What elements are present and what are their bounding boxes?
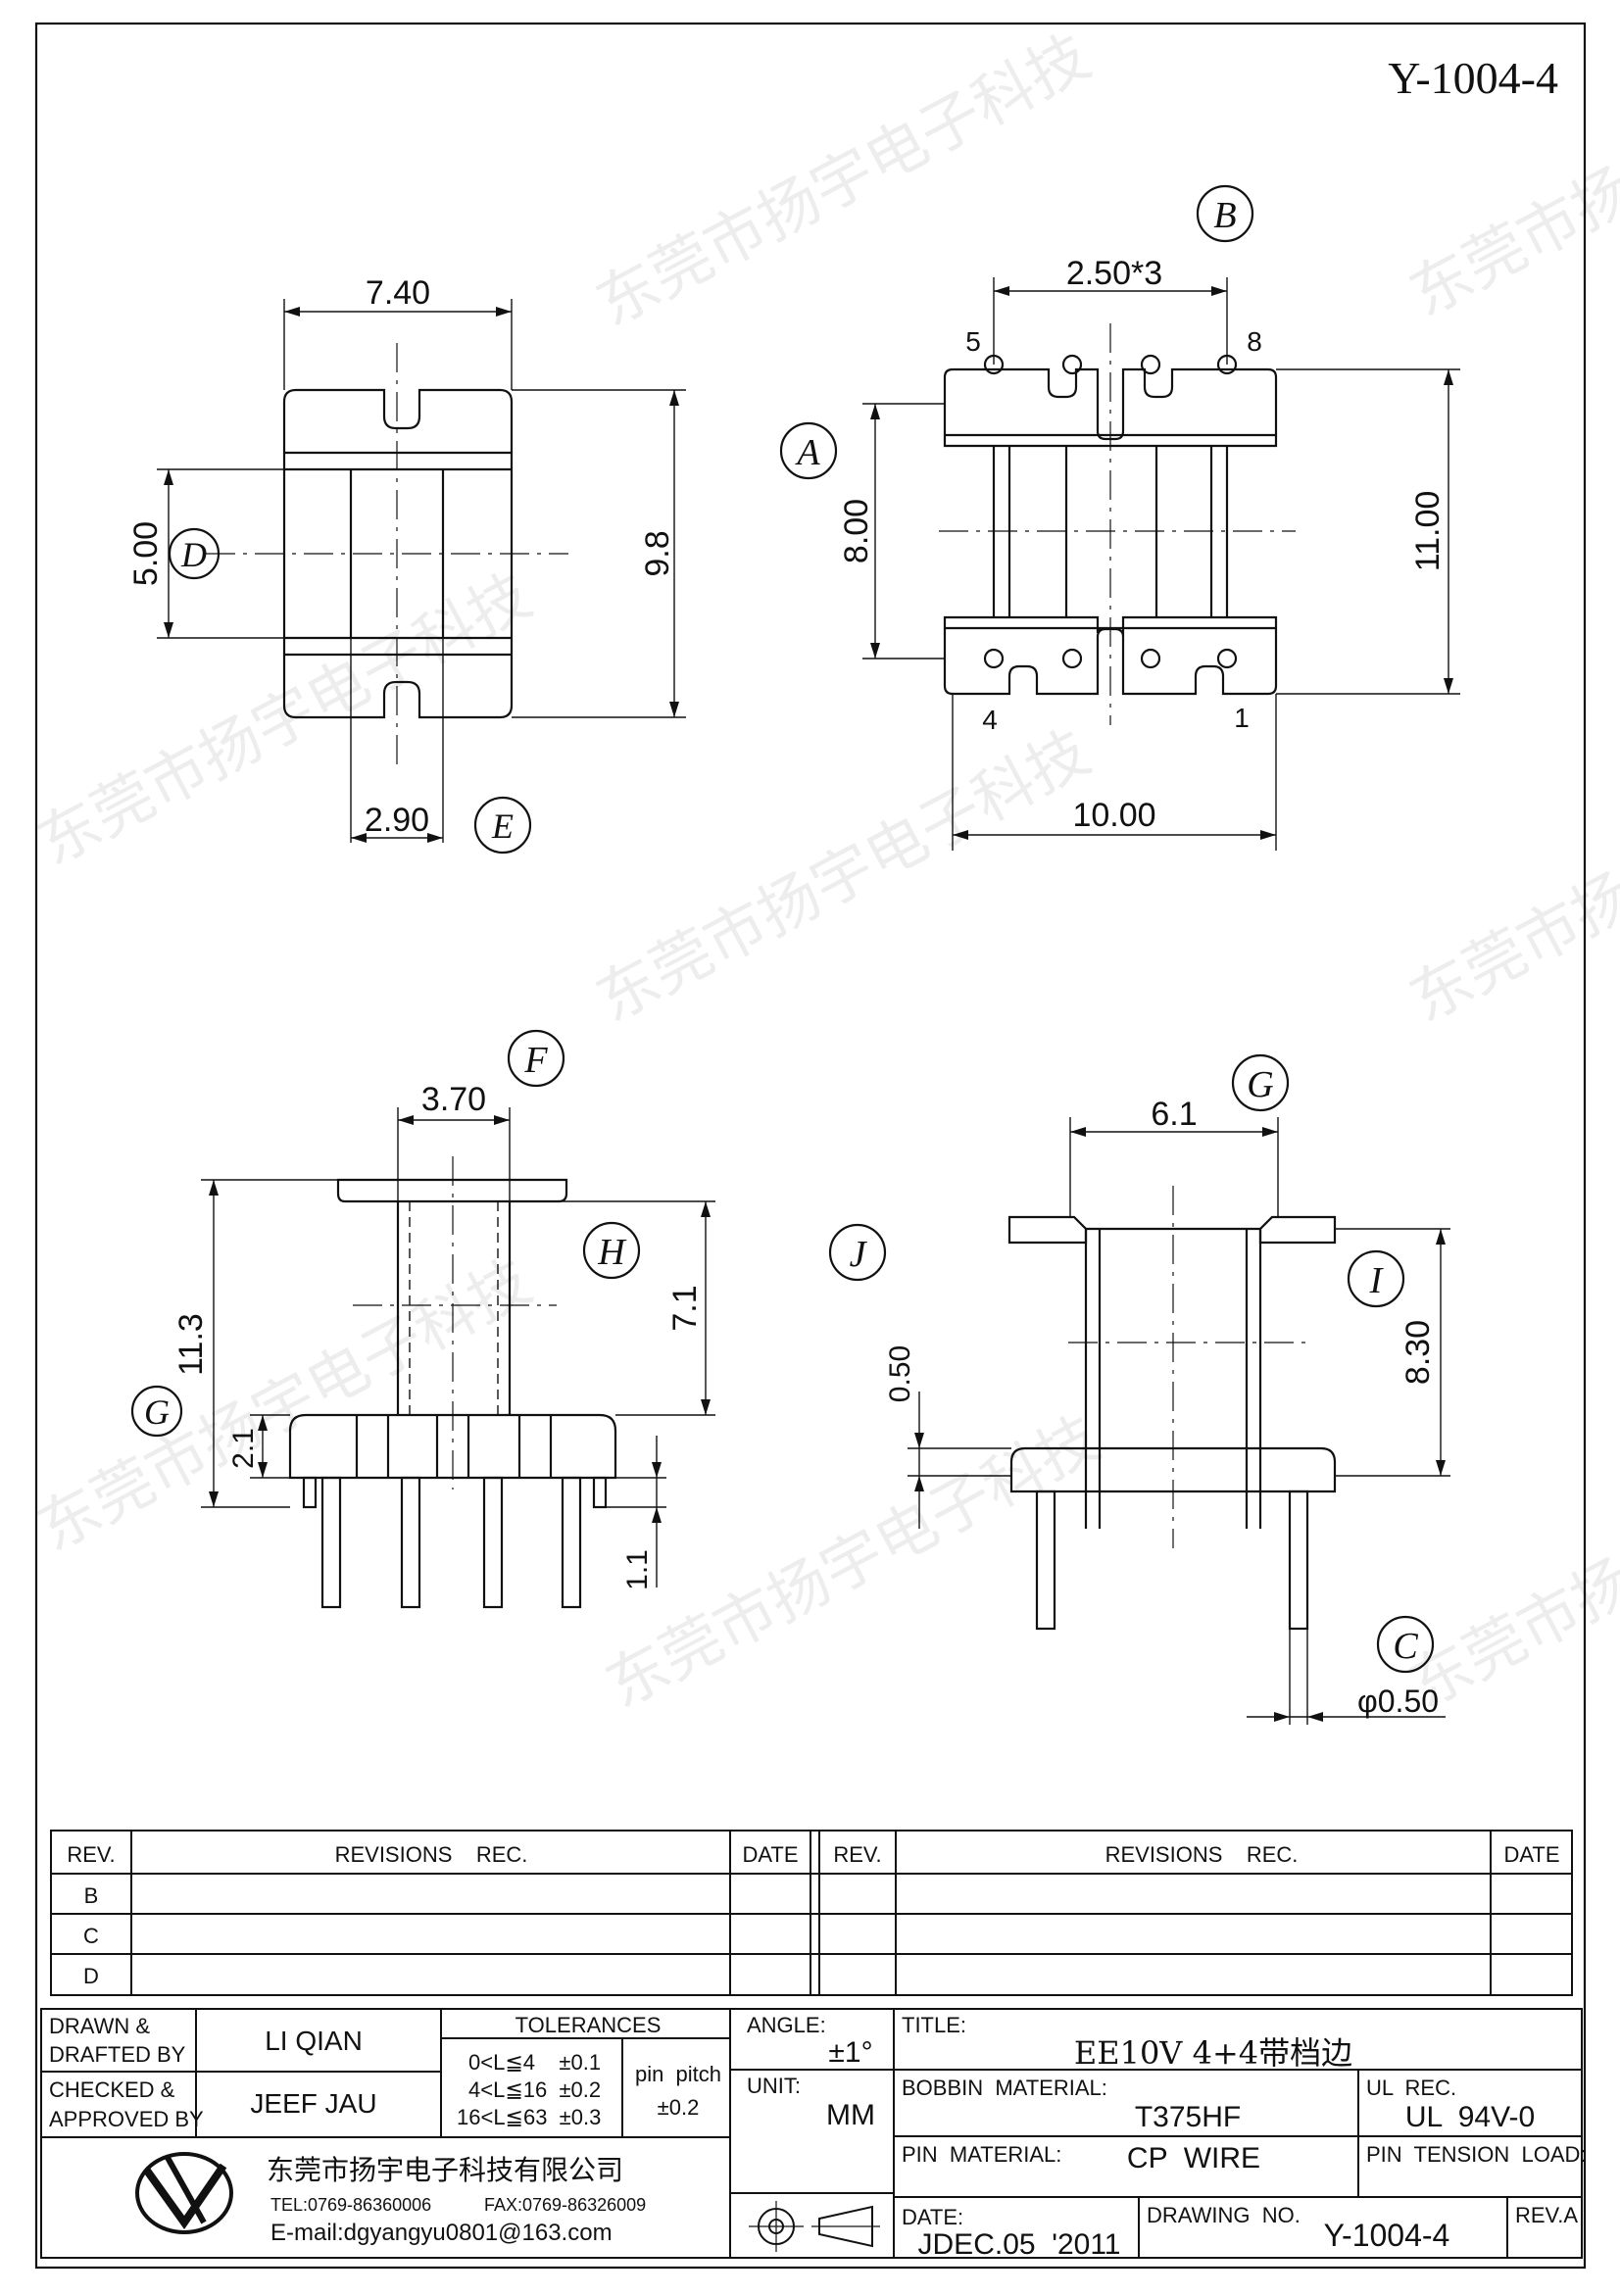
dim-tl-inner: 5.00 xyxy=(127,521,165,586)
checked-name: JEEF JAU xyxy=(250,2088,376,2119)
pin-tension-label: PIN TENSION LOAD: xyxy=(1366,2142,1587,2167)
dim-tr-width: 10.00 xyxy=(1072,797,1155,834)
label-b: B xyxy=(1213,195,1236,236)
date-header-left: DATE xyxy=(742,1842,798,1867)
tolerances-label: TOLERANCES xyxy=(515,2013,662,2037)
tolerance-2: 4<L≦16 ±0.2 xyxy=(468,2077,601,2102)
bottom-right-view xyxy=(828,1053,1450,1725)
unit-label: UNIT: xyxy=(747,2074,801,2098)
pin-pitch-value: ±0.2 xyxy=(658,2095,700,2120)
drafted-label: DRAFTED BY xyxy=(49,2042,186,2067)
title-value: EE10V 4+4带档边 xyxy=(1074,2034,1352,2072)
approved-label: APPROVED BY xyxy=(49,2107,204,2131)
date-label: DATE: xyxy=(902,2205,963,2229)
date-value: JDEC.05 '2011 xyxy=(918,2228,1121,2261)
label-e: E xyxy=(491,806,514,846)
label-f: F xyxy=(523,1040,548,1081)
drawn-label: DRAWN & xyxy=(49,2014,150,2038)
company-email: E-mail:dgyangyu0801@163.com xyxy=(270,2220,613,2246)
unit-value: MM xyxy=(826,2099,875,2131)
drawing-no-label: DRAWING NO. xyxy=(1147,2203,1301,2227)
label-g-left: G xyxy=(144,1392,170,1432)
title-block xyxy=(40,2008,1583,2259)
drawn-name: LI QIAN xyxy=(265,2026,363,2056)
checked-label: CHECKED & xyxy=(49,2077,175,2102)
rec-header-right: REVISIONS REC. xyxy=(1105,1842,1299,1867)
dim-bl-overall: 11.3 xyxy=(172,1313,210,1376)
dim-tl-height: 9.8 xyxy=(639,530,676,576)
top-left-view xyxy=(157,299,686,855)
dim-tl-bottom: 2.90 xyxy=(365,802,429,839)
angle-value: ±1° xyxy=(828,2036,872,2069)
label-a: A xyxy=(794,432,820,473)
rev-row-b: B xyxy=(84,1883,99,1908)
pin-label-1: 1 xyxy=(1234,703,1250,733)
company-tel: TEL:0769-86360006 xyxy=(270,2195,431,2215)
rev-header-left: REV. xyxy=(67,1842,115,1867)
dim-bl-h: 7.1 xyxy=(666,1285,704,1331)
rev-label: REV.A xyxy=(1515,2203,1578,2227)
dim-bl-top: 3.70 xyxy=(421,1081,486,1118)
date-header-right: DATE xyxy=(1503,1842,1559,1867)
label-c: C xyxy=(1393,1626,1418,1667)
ul-rec-label: UL REC. xyxy=(1366,2076,1456,2100)
dim-br-top: 6.1 xyxy=(1151,1096,1197,1133)
bobbin-material-value: T375HF xyxy=(1135,2101,1241,2133)
pin-label-5: 5 xyxy=(965,326,981,357)
bottom-left-view xyxy=(130,1029,715,1609)
revisions-table xyxy=(50,1830,1573,1996)
pin-material-value: CP WIRE xyxy=(1127,2142,1260,2174)
ul-rec-value: UL 94V-0 xyxy=(1405,2101,1535,2133)
label-g-right: G xyxy=(1247,1064,1273,1105)
label-d: D xyxy=(180,535,207,574)
dim-tr-a: 8.00 xyxy=(838,499,875,563)
pin-material-label: PIN MATERIAL: xyxy=(902,2142,1061,2167)
rev-row-d: D xyxy=(83,1964,99,1988)
rev-row-c: C xyxy=(83,1924,99,1948)
label-j: J xyxy=(850,1234,868,1275)
dim-br-flange: 0.50 xyxy=(884,1345,916,1402)
dim-tr-height: 11.00 xyxy=(1409,491,1447,572)
drawing-no-value: Y-1004-4 xyxy=(1324,2218,1450,2253)
pin-label-4: 4 xyxy=(982,705,998,735)
company-name: 东莞市扬宇电子科技有限公司 xyxy=(267,2154,623,2186)
rec-header-left: REVISIONS REC. xyxy=(335,1842,528,1867)
title-label: TITLE: xyxy=(902,2013,966,2037)
top-right-view xyxy=(779,184,1460,851)
bobbin-material-label: BOBBIN MATERIAL: xyxy=(902,2076,1107,2100)
pin-label-8: 8 xyxy=(1247,326,1262,357)
rev-header-right: REV. xyxy=(833,1842,881,1867)
angle-label: ANGLE: xyxy=(747,2013,826,2037)
tolerance-1: 0<L≦4 ±0.1 xyxy=(468,2050,601,2075)
label-h: H xyxy=(597,1232,627,1273)
dim-br-i: 8.30 xyxy=(1399,1320,1437,1385)
drawing-number-top: Y-1004-4 xyxy=(1388,53,1558,103)
dim-br-pin-dia: φ0.50 xyxy=(1357,1684,1439,1719)
dim-bl-base: 2.1 xyxy=(227,1428,260,1469)
pin-pitch-label: pin pitch xyxy=(635,2062,721,2086)
label-i: I xyxy=(1369,1260,1385,1301)
company-fax: FAX:0769-86326009 xyxy=(484,2195,646,2215)
tolerance-3: 16<L≦63 ±0.3 xyxy=(457,2105,601,2129)
dim-bl-pin: 1.1 xyxy=(621,1549,654,1590)
sheet-border xyxy=(34,22,1587,2270)
dim-tl-width: 7.40 xyxy=(366,274,430,312)
dim-tr-pitch: 2.50*3 xyxy=(1066,255,1162,292)
